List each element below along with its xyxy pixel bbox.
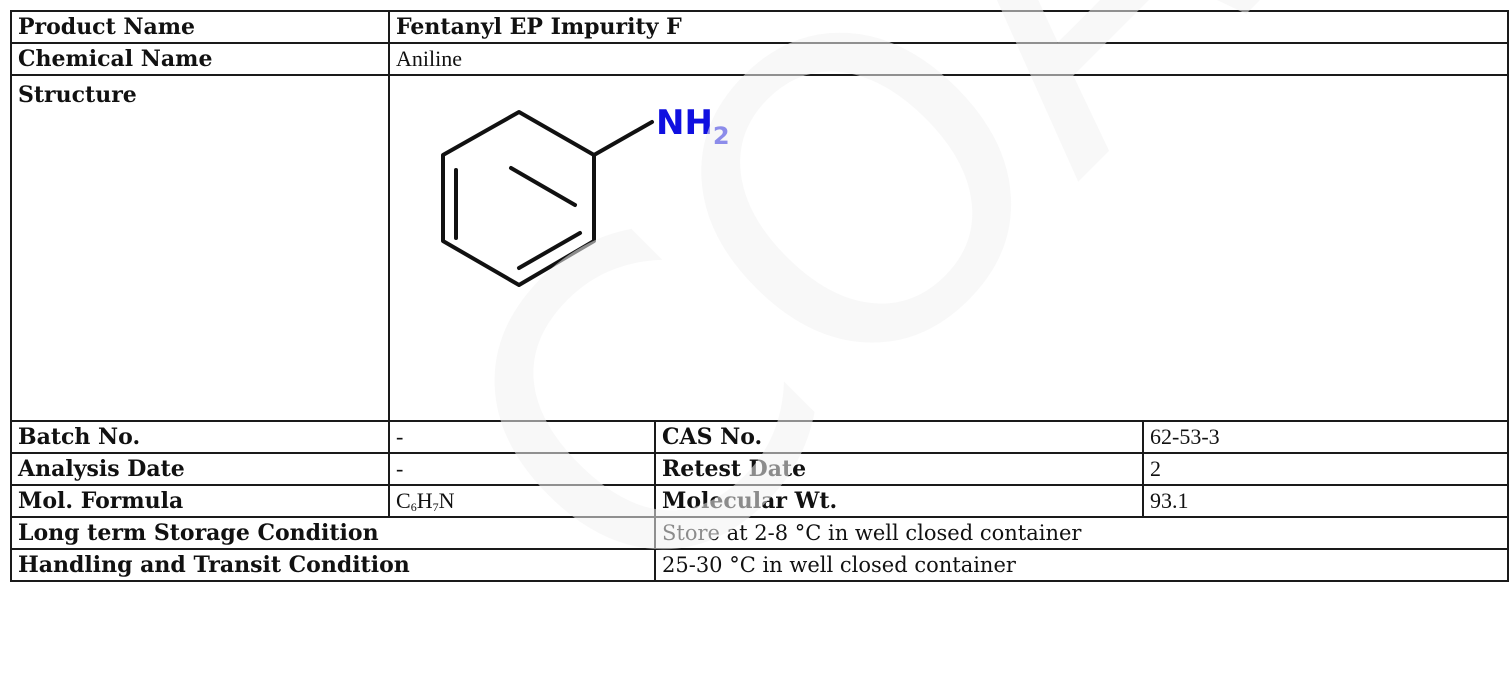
- ring-outline: [441, 110, 596, 287]
- handling-condition-value: 25-30 °C in well closed container: [654, 548, 1509, 582]
- product-name-label: Product Name: [10, 10, 390, 44]
- row-analysis-date: Analysis Date - Retest Date 2: [10, 452, 1509, 486]
- row-formula: Mol. Formula C6H7N Molecular Wt. 93.1: [10, 484, 1509, 518]
- ring-double-bond-1: [509, 166, 577, 207]
- row-structure: Structure NH2: [10, 74, 1509, 422]
- ring-double-bond-3: [517, 231, 582, 270]
- amine-group-label: NH2: [656, 103, 730, 150]
- row-handling: Handling and Transit Condition 25-30 °C …: [10, 548, 1509, 582]
- cas-value: 62-53-3: [1142, 420, 1509, 454]
- batch-value: -: [388, 420, 656, 454]
- aniline-structure-drawing: NH2: [441, 103, 730, 287]
- retest-date-label: Retest Date: [654, 452, 1144, 486]
- mol-formula-label: Mol. Formula: [10, 484, 390, 518]
- storage-condition-value: Store at 2-8 °C in well closed container: [654, 516, 1509, 550]
- mol-formula-value: C6H7N: [388, 484, 656, 518]
- structure-label: Structure: [10, 74, 390, 422]
- retest-date-value: 2: [1142, 452, 1509, 486]
- product-name-value: Fentanyl EP Impurity F: [388, 10, 1509, 44]
- cas-label: CAS No.: [654, 420, 1144, 454]
- coa-table: Product Name Fentanyl EP Impurity F Chem…: [10, 10, 1509, 582]
- c-n-bond: [592, 120, 654, 157]
- handling-condition-label: Handling and Transit Condition: [10, 548, 656, 582]
- chemical-name-label: Chemical Name: [10, 42, 390, 76]
- batch-label: Batch No.: [10, 420, 390, 454]
- benzene-ring: [441, 110, 654, 287]
- row-storage: Long term Storage Condition Store at 2-8…: [10, 516, 1509, 550]
- row-batch: Batch No. - CAS No. 62-53-3: [10, 420, 1509, 454]
- chemical-name-value: Aniline: [388, 42, 1509, 76]
- analysis-date-label: Analysis Date: [10, 452, 390, 486]
- row-product-name: Product Name Fentanyl EP Impurity F: [10, 10, 1509, 44]
- structure-cell: NH2: [388, 74, 1509, 422]
- molecular-weight-label: Molecular Wt.: [654, 484, 1144, 518]
- storage-condition-label: Long term Storage Condition: [10, 516, 656, 550]
- molecular-weight-value: 93.1: [1142, 484, 1509, 518]
- analysis-date-value: -: [388, 452, 656, 486]
- row-chemical-name: Chemical Name Aniline: [10, 42, 1509, 76]
